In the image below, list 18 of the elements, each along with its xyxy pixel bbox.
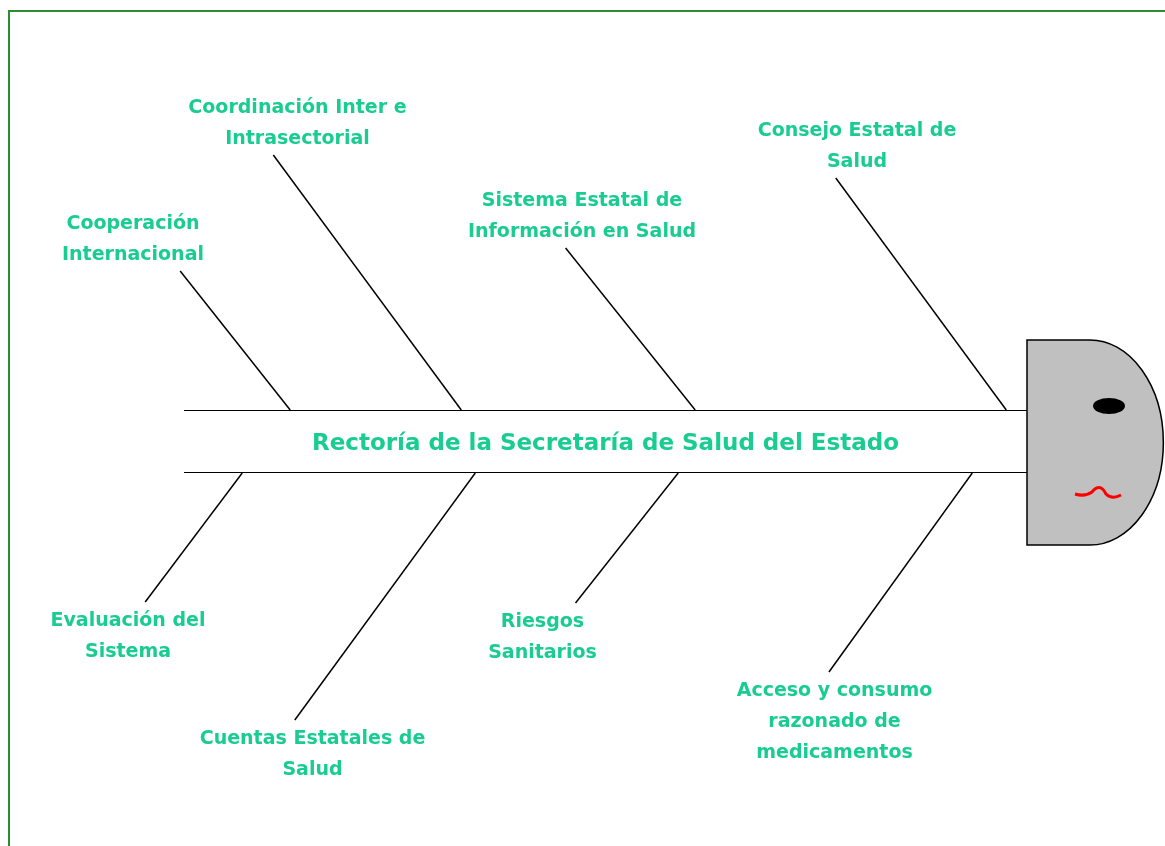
bone-line [564,247,696,411]
bone-line [144,472,243,603]
bone-line [828,472,974,673]
category-label: Coordinación Inter e Intrasectorial [160,91,435,153]
category-label: Consejo Estatal de Salud [737,114,977,176]
category-label: Acceso y consumo razonado de medicamentos [712,674,957,767]
bone-line [272,154,462,411]
bone-line [835,177,1007,411]
category-label: Evaluación del Sistema [33,604,223,666]
bone-line [179,270,291,411]
spine-band [184,410,1027,473]
category-label: Sistema Estatal de Información en Salud [462,184,702,246]
effect-label: Rectoría de la Secretaría de Salud del Estado [312,428,899,455]
bone-line [294,472,476,721]
bone-line [574,472,679,604]
category-label: Cuentas Estatales de Salud [195,722,430,784]
category-label: Cooperación Internacional [48,207,218,269]
category-label: Riesgos Sanitarios [470,605,615,667]
